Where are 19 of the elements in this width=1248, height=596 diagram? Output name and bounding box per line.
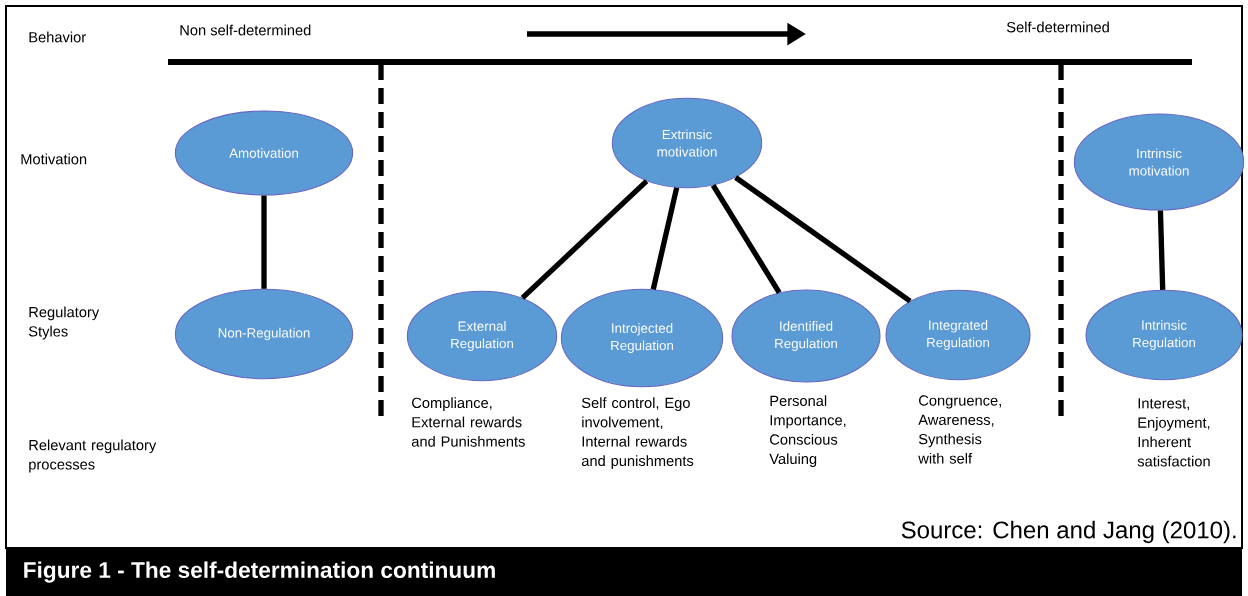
process-text: Compliance, External rewards and Punishments xyxy=(411,397,525,447)
row-label: Source: Chen and Jang (2010). xyxy=(901,520,1236,544)
connector-line xyxy=(734,175,912,304)
row-label: Non self-determined xyxy=(180,24,311,36)
process-text: Interest, Enjoyment, Inherent satisfaction xyxy=(1137,398,1210,467)
connector-line xyxy=(710,184,782,294)
process-text: Personal Importance, Conscious Valuing xyxy=(769,395,846,467)
row-label: Self-determined xyxy=(1006,21,1109,33)
row-label: Regulatory Styles xyxy=(28,306,100,340)
connector-line xyxy=(520,179,649,300)
caption-bar: Figure 1 - The self-determination continuum xyxy=(6,548,1242,596)
connector-line xyxy=(650,187,680,290)
process-text: Self control, Ego involvement, Internal rewards and punishments xyxy=(581,397,694,469)
connector-line xyxy=(1157,210,1166,290)
row-label: Relevant regulatory processes xyxy=(29,439,157,473)
connector-line xyxy=(261,195,267,289)
row-label: Motivation xyxy=(21,153,87,165)
process-text: Congruence, Awareness, Synthesis with self xyxy=(918,395,1001,464)
row-label: Behavior xyxy=(29,31,86,43)
